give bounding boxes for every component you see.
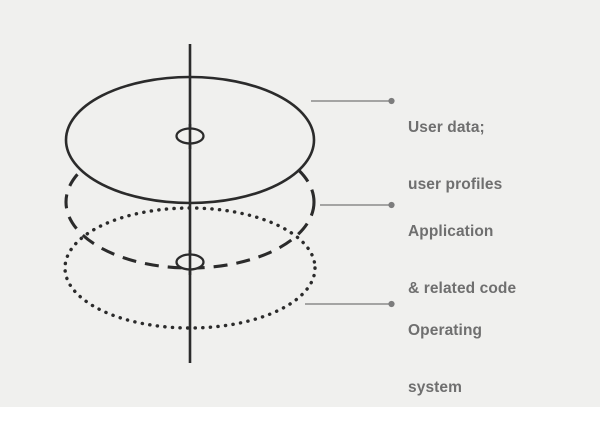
leader-user-data (311, 97, 395, 105)
label-application: Application & related code (408, 184, 516, 336)
diagram-canvas: User data; user profiles Application & r… (0, 0, 600, 407)
leader-dot-application (388, 201, 395, 209)
label-user-data: User data; user profiles (408, 80, 502, 232)
label-application-line-1: Application (408, 223, 494, 240)
layered-cylinder-diagram (63, 44, 395, 363)
label-operating-system-line-1: Operating (408, 322, 483, 339)
label-application-line-2: & related code (408, 280, 517, 297)
leader-dot-user-data (388, 97, 395, 105)
label-operating-system-line-2: system (408, 379, 463, 396)
leader-application (320, 201, 395, 209)
label-operating-system: Operating system (408, 283, 482, 435)
leader-operating-system (305, 300, 395, 308)
application-ellipse (64, 134, 316, 270)
label-user-data-line-2: user profiles (408, 176, 503, 193)
leader-dot-operating-system (388, 300, 395, 308)
label-user-data-line-1: User data; (408, 119, 485, 136)
